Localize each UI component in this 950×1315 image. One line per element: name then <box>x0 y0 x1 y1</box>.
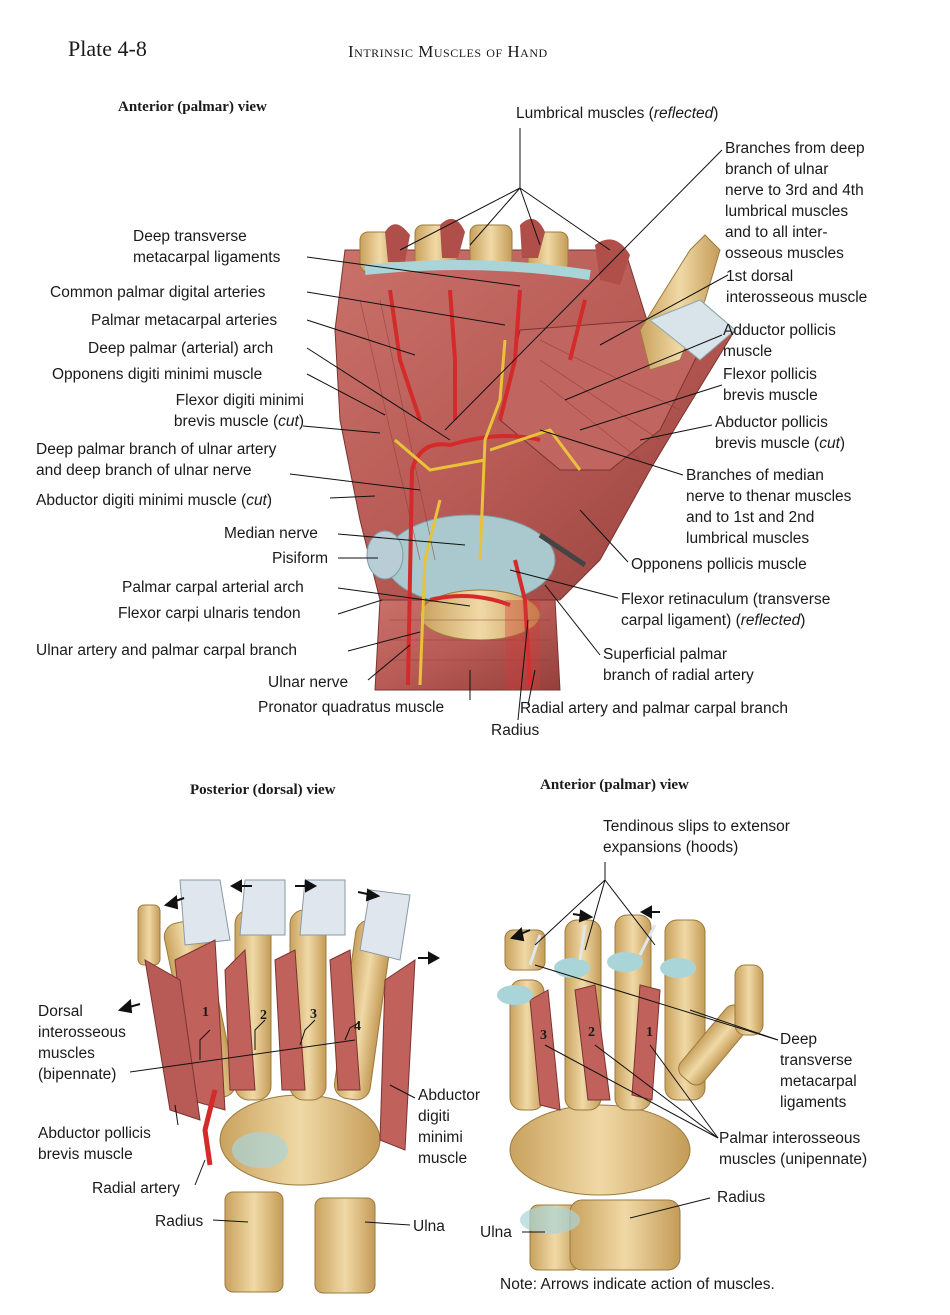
label-opponens-pollicis: Opponens pollicis muscle <box>631 556 807 573</box>
label-radial-artery-top: Radial artery and palmar carpal branch <box>520 700 788 717</box>
label-palmar-carpal-arch: Palmar carpal arterial arch <box>122 579 304 596</box>
label-radius-bl: Radius <box>155 1213 204 1230</box>
label-superficial-palmar: Superficial palmar branch of radial arte… <box>603 646 754 684</box>
label-ulnar-artery: Ulnar artery and palmar carpal branch <box>36 642 298 659</box>
plate-title: Intrinsic Muscles of Hand <box>348 42 548 61</box>
footnote: Note: Arrows indicate action of muscles. <box>500 1276 775 1293</box>
label-pronator: Pronator quadratus muscle <box>258 699 445 716</box>
label-tendinous: Tendinous slips to extensor expansions (… <box>603 818 790 856</box>
palmar-small-hand-illustration <box>497 905 764 1271</box>
palmar-view-title: Anterior (palmar) view <box>540 777 689 793</box>
label-abductor-dm: Abductor digiti minimi muscle (cut) <box>36 492 273 509</box>
palmar-hand-illustration <box>334 218 736 691</box>
label-palmar-metacarpal: Palmar metacarpal arteries <box>91 312 278 329</box>
label-common-palmar: Common palmar digital arteries <box>50 284 266 301</box>
plate-number: Plate 4-8 <box>68 36 147 61</box>
label-deep-palmar-branch: Deep palmar branch of ulnar artery and d… <box>36 441 277 479</box>
label-radial-artery-bottom: Radial artery <box>92 1180 180 1197</box>
palmar-number-1: 1 <box>646 1025 653 1040</box>
label-first-dorsal: 1st dorsal interosseous muscle <box>726 268 868 306</box>
dorsal-hand-illustration <box>117 879 441 1294</box>
dorsal-leader-lines <box>129 1019 416 1226</box>
label-radius-top: Radius <box>491 722 540 739</box>
label-opponens-dm: Opponens digiti minimi muscle <box>52 366 263 383</box>
label-ulna-bl: Ulna <box>413 1218 445 1235</box>
label-deep-tr-br: Deep transverse metacarpal ligaments <box>780 1031 857 1111</box>
label-abductor-pb: Abductor pollicis brevis muscle <box>38 1125 151 1163</box>
label-fcu-tendon: Flexor carpi ulnaris tendon <box>118 605 301 622</box>
label-flexor-pollicis: Flexor pollicis brevis muscle <box>723 366 818 404</box>
label-flexor-retinaculum: Flexor retinaculum (transverse carpal li… <box>621 591 831 629</box>
dorsal-number-2: 2 <box>260 1008 267 1023</box>
palmar-number-2: 2 <box>588 1025 595 1040</box>
palmar-small-leader-lines <box>522 862 779 1233</box>
top-leader-lines <box>289 128 729 721</box>
label-pisiform: Pisiform <box>272 550 328 567</box>
label-ulna-br: Ulna <box>480 1224 512 1241</box>
dorsal-number-3: 3 <box>310 1007 317 1022</box>
palmar-number-3: 3 <box>540 1028 547 1043</box>
label-deep-palmar-arch: Deep palmar (arterial) arch <box>88 340 274 357</box>
label-abductor-pollicis: Abductor pollicis brevis muscle (cut) <box>715 414 846 452</box>
label-median-branches: Branches of median nerve to thenar muscl… <box>686 467 852 547</box>
label-palmar-interosseous: Palmar interosseous muscles (unipennate) <box>719 1130 868 1168</box>
dorsal-number-1: 1 <box>202 1005 209 1020</box>
label-adductor-pollicis: Adductor pollicis muscle <box>723 322 836 360</box>
dorsal-view-title: Posterior (dorsal) view <box>190 782 336 798</box>
label-deep-transverse: Deep transverse metacarpal ligaments <box>133 228 281 266</box>
label-abductor-dm-bl: Abductor digiti minimi muscle <box>418 1087 481 1167</box>
label-flexor-dm: Flexor digiti minimi brevis muscle (cut) <box>173 392 304 430</box>
label-radius-br: Radius <box>717 1189 766 1206</box>
top-view-title: Anterior (palmar) view <box>118 99 267 115</box>
label-median-nerve: Median nerve <box>224 525 318 542</box>
label-lumbrical: Lumbrical muscles (reflected) <box>516 105 719 122</box>
dorsal-number-4: 4 <box>354 1019 361 1034</box>
label-dorsal-interosseous: Dorsal interosseous muscles (bipennate) <box>38 1003 126 1083</box>
label-ulnar-nerve: Ulnar nerve <box>268 674 349 691</box>
label-branches-ulnar: Branches from deep branch of ulnar nerve… <box>725 140 865 262</box>
